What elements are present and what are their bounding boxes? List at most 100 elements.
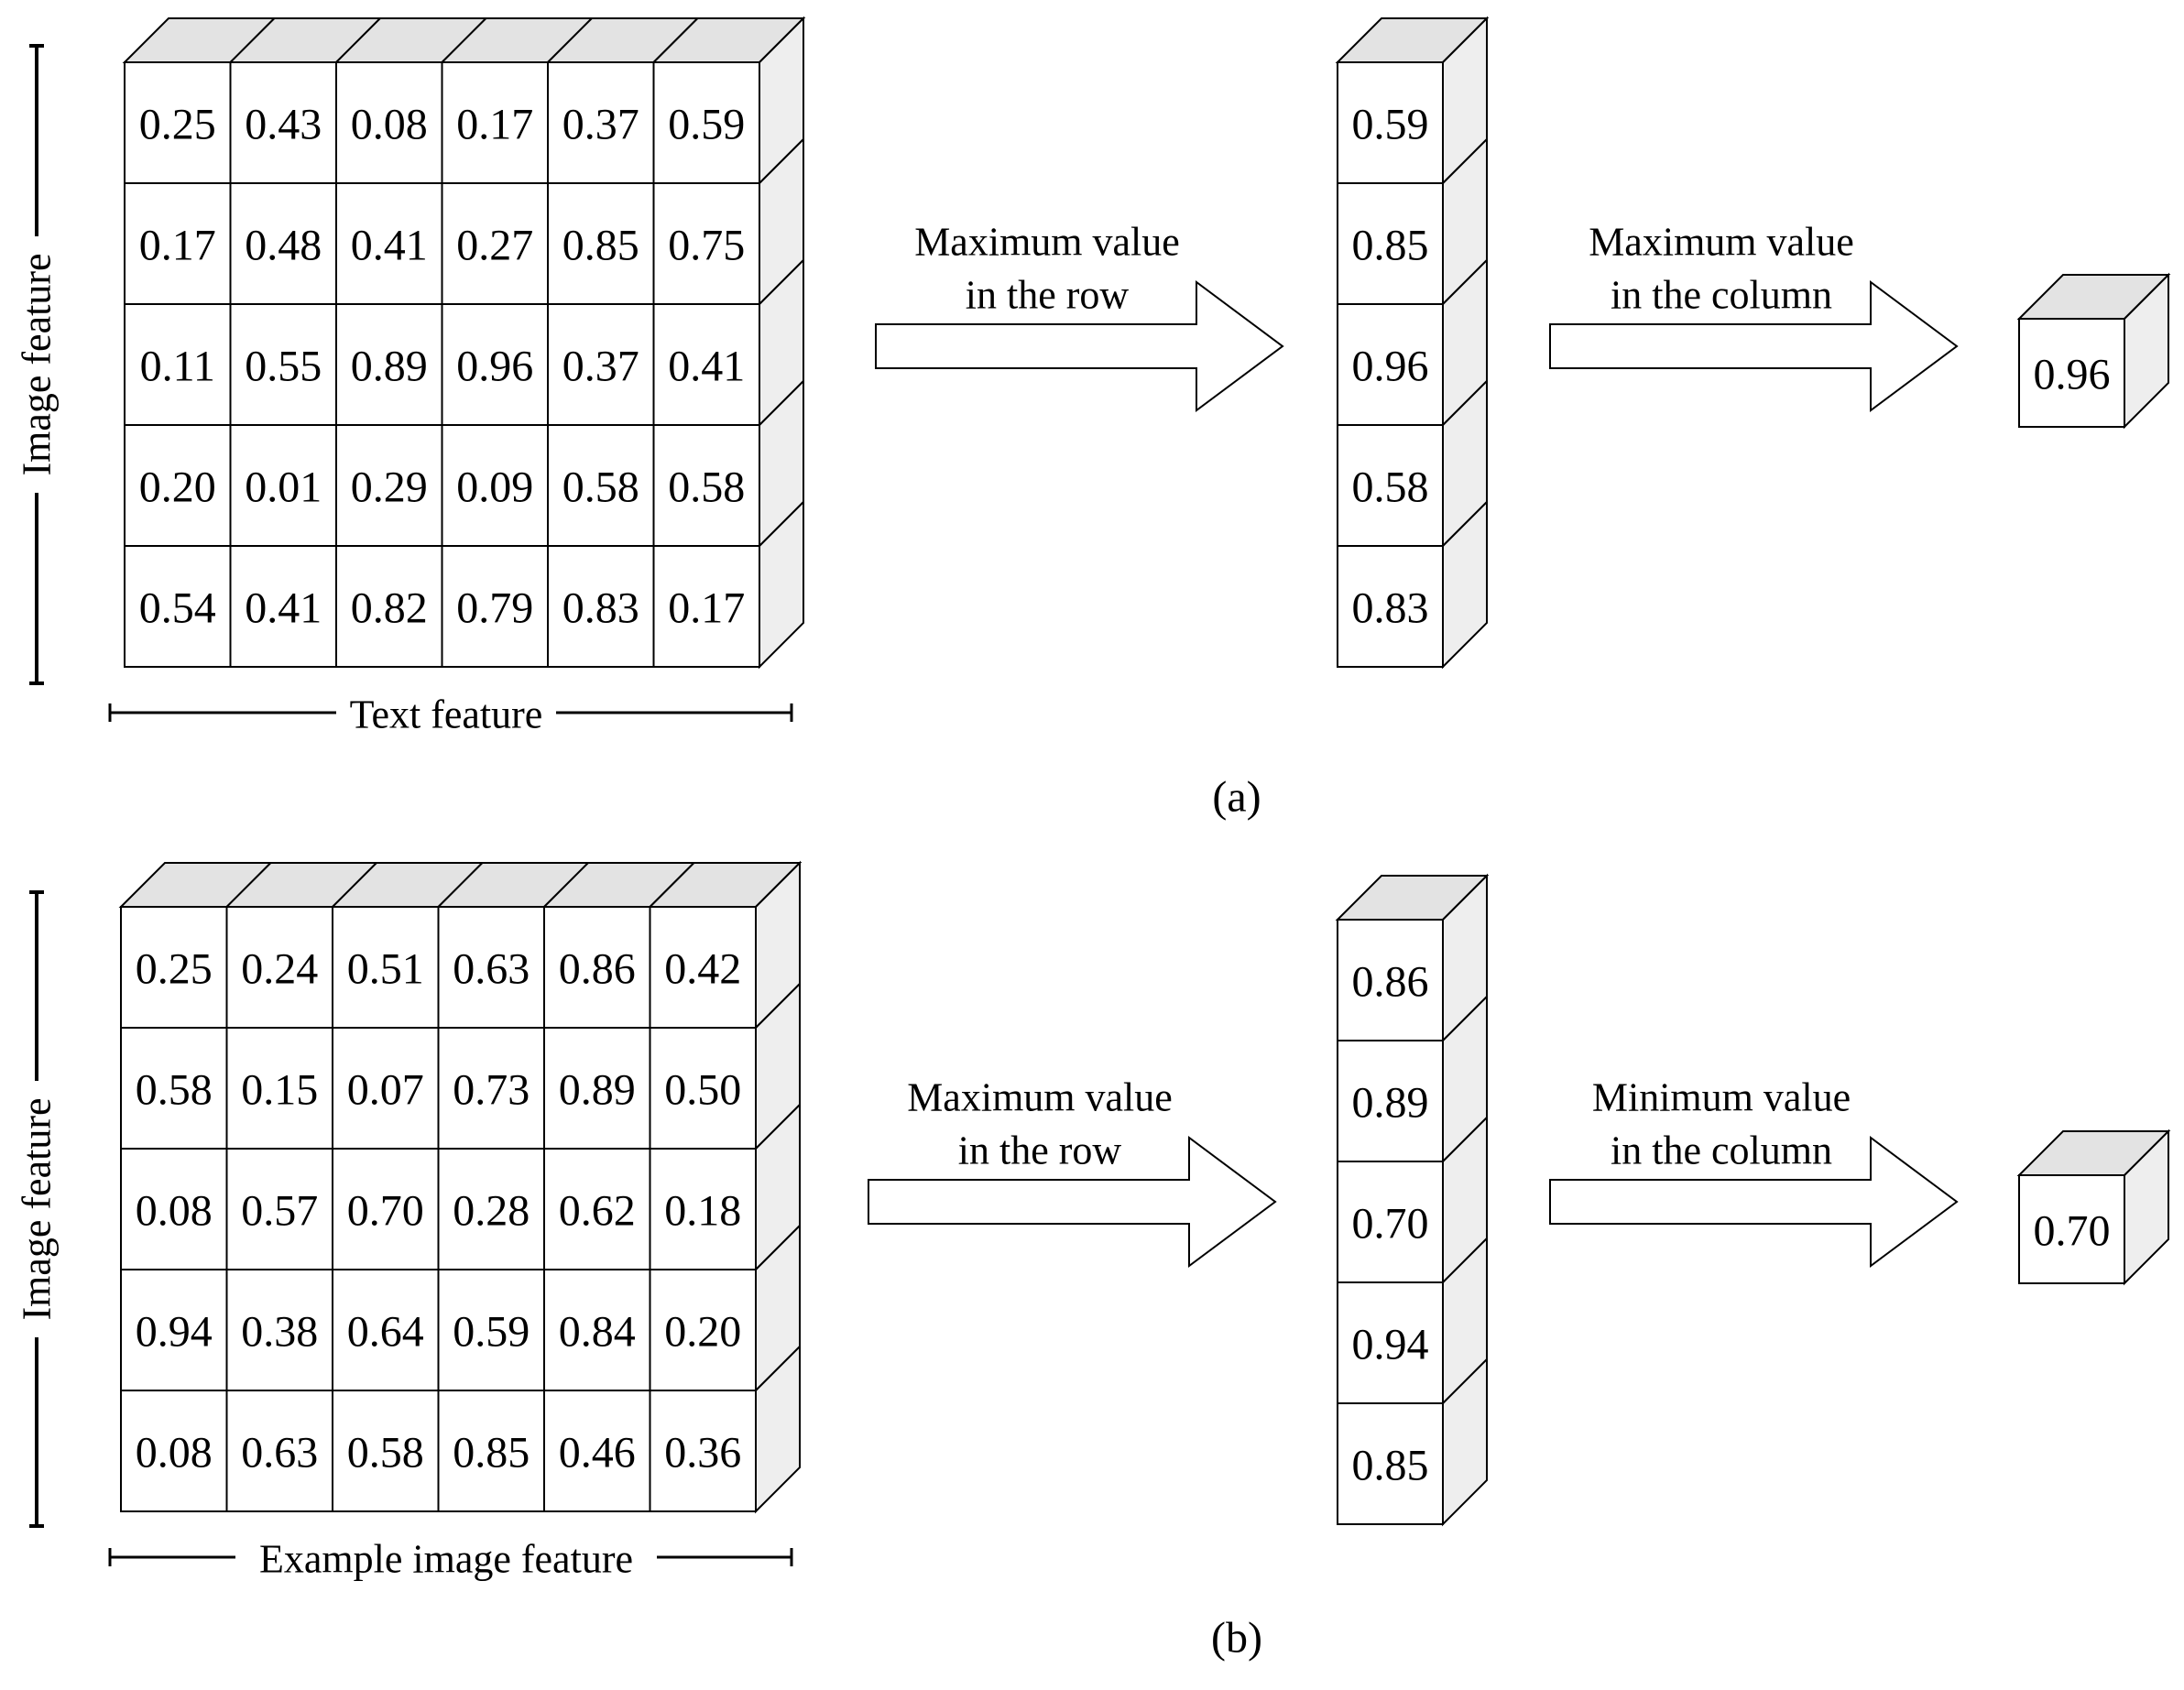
- vector-cell-value: 0.89: [1352, 1079, 1429, 1128]
- matrix-cell-value: 0.82: [351, 584, 428, 633]
- matrix-cell-box: [437, 1269, 545, 1391]
- matrix-cell-box: [652, 61, 760, 184]
- vector-cell: 0.70: [1337, 1161, 1444, 1283]
- matrix-cell-box: [437, 1390, 545, 1512]
- matrix-cell-box: [649, 1390, 757, 1512]
- matrix-cell-value: 0.50: [664, 1066, 741, 1115]
- matrix-cell: 0.08: [120, 1148, 228, 1270]
- matrix-cell-value: 0.63: [453, 945, 530, 994]
- vector-cell-box: [1337, 1040, 1444, 1162]
- matrix-cell-box: [652, 545, 760, 668]
- matrix-cell: 0.43: [229, 61, 337, 184]
- matrix-cell-value: 0.41: [351, 222, 428, 270]
- matrix-cell: 0.18: [649, 1148, 757, 1270]
- matrix-cell-value: 0.11: [140, 343, 215, 391]
- matrix-cell: 0.01: [229, 424, 337, 547]
- matrix-cell-value: 0.46: [559, 1429, 636, 1477]
- matrix-cell-box: [543, 1027, 651, 1150]
- matrix-cell-box: [437, 1148, 545, 1270]
- matrix-cell: 0.09: [441, 424, 549, 547]
- matrix-cell: 0.63: [225, 1390, 333, 1512]
- matrix-cell-value: 0.83: [562, 584, 639, 633]
- vector-cell-value: 0.96: [1352, 343, 1429, 391]
- row-axis: Image feature: [15, 44, 60, 685]
- panel-caption: (a): [1212, 773, 1261, 822]
- row-axis-label: Image feature: [15, 1097, 60, 1320]
- matrix-cell: 0.57: [225, 1148, 333, 1270]
- block-arrow-shape: [1549, 280, 1959, 412]
- matrix-cell: 0.58: [652, 424, 760, 547]
- matrix-cell-value: 0.63: [241, 1429, 318, 1477]
- pooled-vector: 0.590.850.960.580.83: [1335, 16, 1490, 670]
- matrix-cell-box: [124, 303, 232, 426]
- matrix-cell-box: [120, 1269, 228, 1391]
- matrix-cell-value: 0.62: [559, 1187, 636, 1236]
- matrix-cell-value: 0.73: [453, 1066, 530, 1115]
- matrix-cell-box: [225, 1027, 333, 1150]
- matrix-cell-box: [547, 424, 655, 547]
- matrix-cell-value: 0.59: [668, 101, 745, 149]
- matrix-cell: 0.42: [649, 906, 757, 1029]
- vector-cell: 0.96: [1337, 303, 1444, 426]
- matrix-cell-value: 0.09: [456, 463, 533, 512]
- column-axis-label: Example image feature: [259, 1537, 633, 1582]
- matrix-cell-value: 0.41: [668, 343, 745, 391]
- vector-cell-box: [1337, 1161, 1444, 1283]
- matrix-cell-box: [120, 1027, 228, 1150]
- matrix-cell-value: 0.85: [453, 1429, 530, 1477]
- arrow-label-line: Minimum value: [1592, 1075, 1851, 1120]
- matrix-cell: 0.86: [543, 906, 651, 1029]
- matrix-cell: 0.70: [332, 1148, 440, 1270]
- matrix-cell-value: 0.84: [559, 1308, 636, 1357]
- column-axis: Text feature: [108, 692, 793, 737]
- matrix-cell: 0.20: [124, 424, 232, 547]
- vector-cell-box: [1337, 424, 1444, 547]
- matrix-cell-value: 0.58: [562, 463, 639, 512]
- matrix-cell-box: [225, 906, 333, 1029]
- matrix-cell-box: [543, 1148, 651, 1270]
- matrix-cell: 0.17: [652, 545, 760, 668]
- matrix-cell-box: [124, 545, 232, 668]
- vector-cell: 0.85: [1337, 182, 1444, 305]
- matrix-cell-box: [543, 1269, 651, 1391]
- vector-cell-value: 0.70: [1352, 1200, 1429, 1248]
- matrix-cell-value: 0.17: [139, 222, 216, 270]
- matrix-cell: 0.82: [335, 545, 443, 668]
- cube-front-face: [2018, 1174, 2125, 1284]
- matrix-cell: 0.17: [441, 61, 549, 184]
- matrix-cell-box: [229, 424, 337, 547]
- matrix-cell: 0.20: [649, 1269, 757, 1391]
- matrix-cell-value: 0.08: [136, 1187, 213, 1236]
- vector-cell-value: 0.83: [1352, 584, 1429, 633]
- matrix-cell-box: [649, 1148, 757, 1270]
- matrix-cell-value: 0.25: [136, 945, 213, 994]
- matrix-cell: 0.29: [335, 424, 443, 547]
- matrix-cell-value: 0.20: [664, 1308, 741, 1357]
- matrix-cell-value: 0.89: [351, 343, 428, 391]
- matrix-cell-box: [649, 1027, 757, 1150]
- matrix-cell-box: [652, 182, 760, 305]
- matrix-cell-box: [120, 906, 228, 1029]
- matrix-cell-box: [441, 424, 549, 547]
- matrix-cell-value: 0.36: [664, 1429, 741, 1477]
- matrix-cell-value: 0.43: [245, 101, 322, 149]
- matrix-cell: 0.08: [335, 61, 443, 184]
- matrix-cell-value: 0.58: [668, 463, 745, 512]
- matrix-cell-box: [124, 182, 232, 305]
- matrix-cell: 0.36: [649, 1390, 757, 1512]
- matrix-cell-value: 0.41: [245, 584, 322, 633]
- matrix-cell: 0.11: [124, 303, 232, 426]
- matrix-cell-value: 0.64: [347, 1308, 424, 1357]
- matrix-cell-value: 0.54: [139, 584, 216, 633]
- matrix-cell-box: [332, 1390, 440, 1512]
- result-cube: 0.70: [2016, 1128, 2171, 1286]
- vector-cell-value: 0.58: [1352, 463, 1429, 512]
- matrix-cell: 0.85: [437, 1390, 545, 1512]
- matrix-cell: 0.59: [652, 61, 760, 184]
- arrow-label-line: in the row: [966, 273, 1130, 318]
